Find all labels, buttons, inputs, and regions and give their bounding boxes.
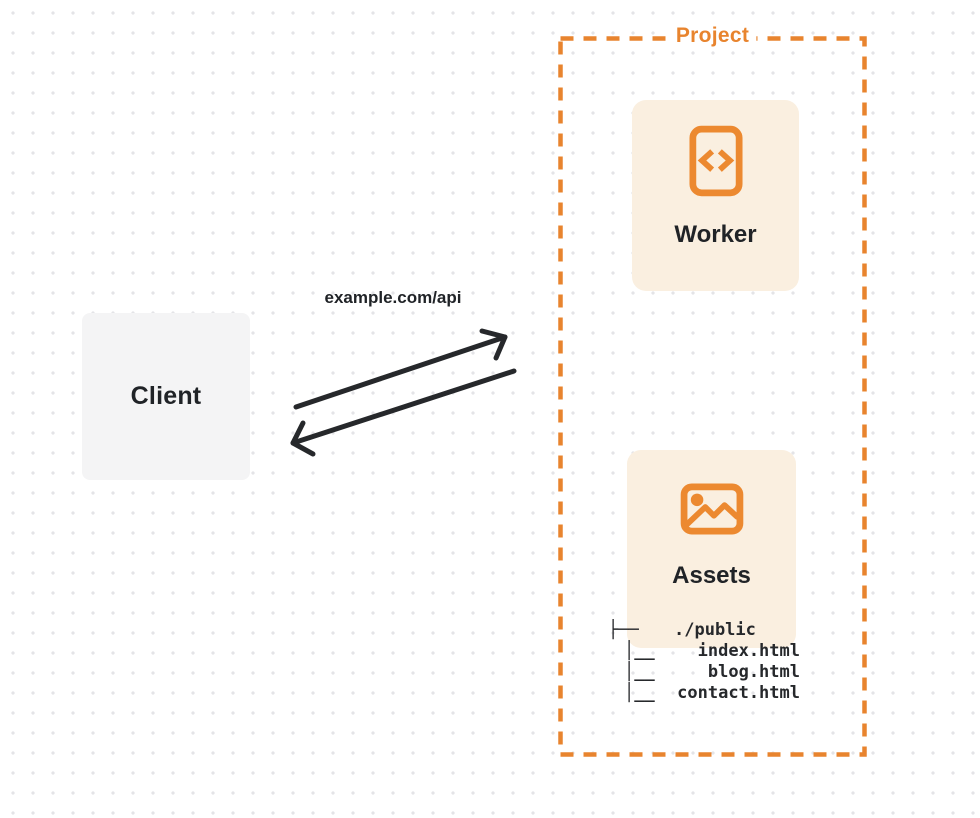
file-tree-row: │__ index.html: [608, 641, 800, 662]
image-icon: [680, 483, 743, 535]
request-arrow-shaft: [293, 334, 508, 410]
tree-folder-name: ./public: [674, 620, 756, 640]
tree-file-name: contact.html: [677, 683, 800, 703]
project-label: Project: [668, 22, 757, 50]
assets-file-tree: ├── ./public │__ index.html │__ blog.htm…: [608, 620, 800, 704]
assets-node: Assets: [627, 450, 796, 648]
file-tree-row: │__ blog.html: [608, 662, 800, 683]
tree-branch-icon: │__: [624, 683, 655, 703]
tree-file-name: index.html: [697, 641, 800, 661]
response-arrowhead-icon: [290, 420, 316, 457]
code-file-icon: [688, 125, 743, 197]
file-tree-row: ├── ./public: [608, 620, 800, 641]
worker-label: Worker: [674, 221, 757, 248]
request-response-arrows: [290, 328, 517, 457]
project-dashed-border: [558, 36, 867, 757]
tree-branch-icon: │__: [624, 641, 655, 661]
assets-label: Assets: [672, 562, 751, 589]
tree-branch-icon: ├──: [608, 620, 639, 640]
client-label: Client: [130, 382, 202, 410]
request-arrowhead-icon: [479, 328, 508, 361]
worker-node: Worker: [632, 100, 799, 291]
client-node: Client: [82, 313, 250, 480]
file-tree-row: │__ contact.html: [608, 683, 800, 704]
request-url-label: example.com/api: [324, 288, 462, 307]
tree-file-name: blog.html: [707, 662, 800, 682]
project-group: Project Worker Assets ├── ./public: [558, 22, 867, 757]
response-arrow-shaft: [290, 368, 517, 446]
tree-branch-icon: │__: [624, 662, 655, 682]
